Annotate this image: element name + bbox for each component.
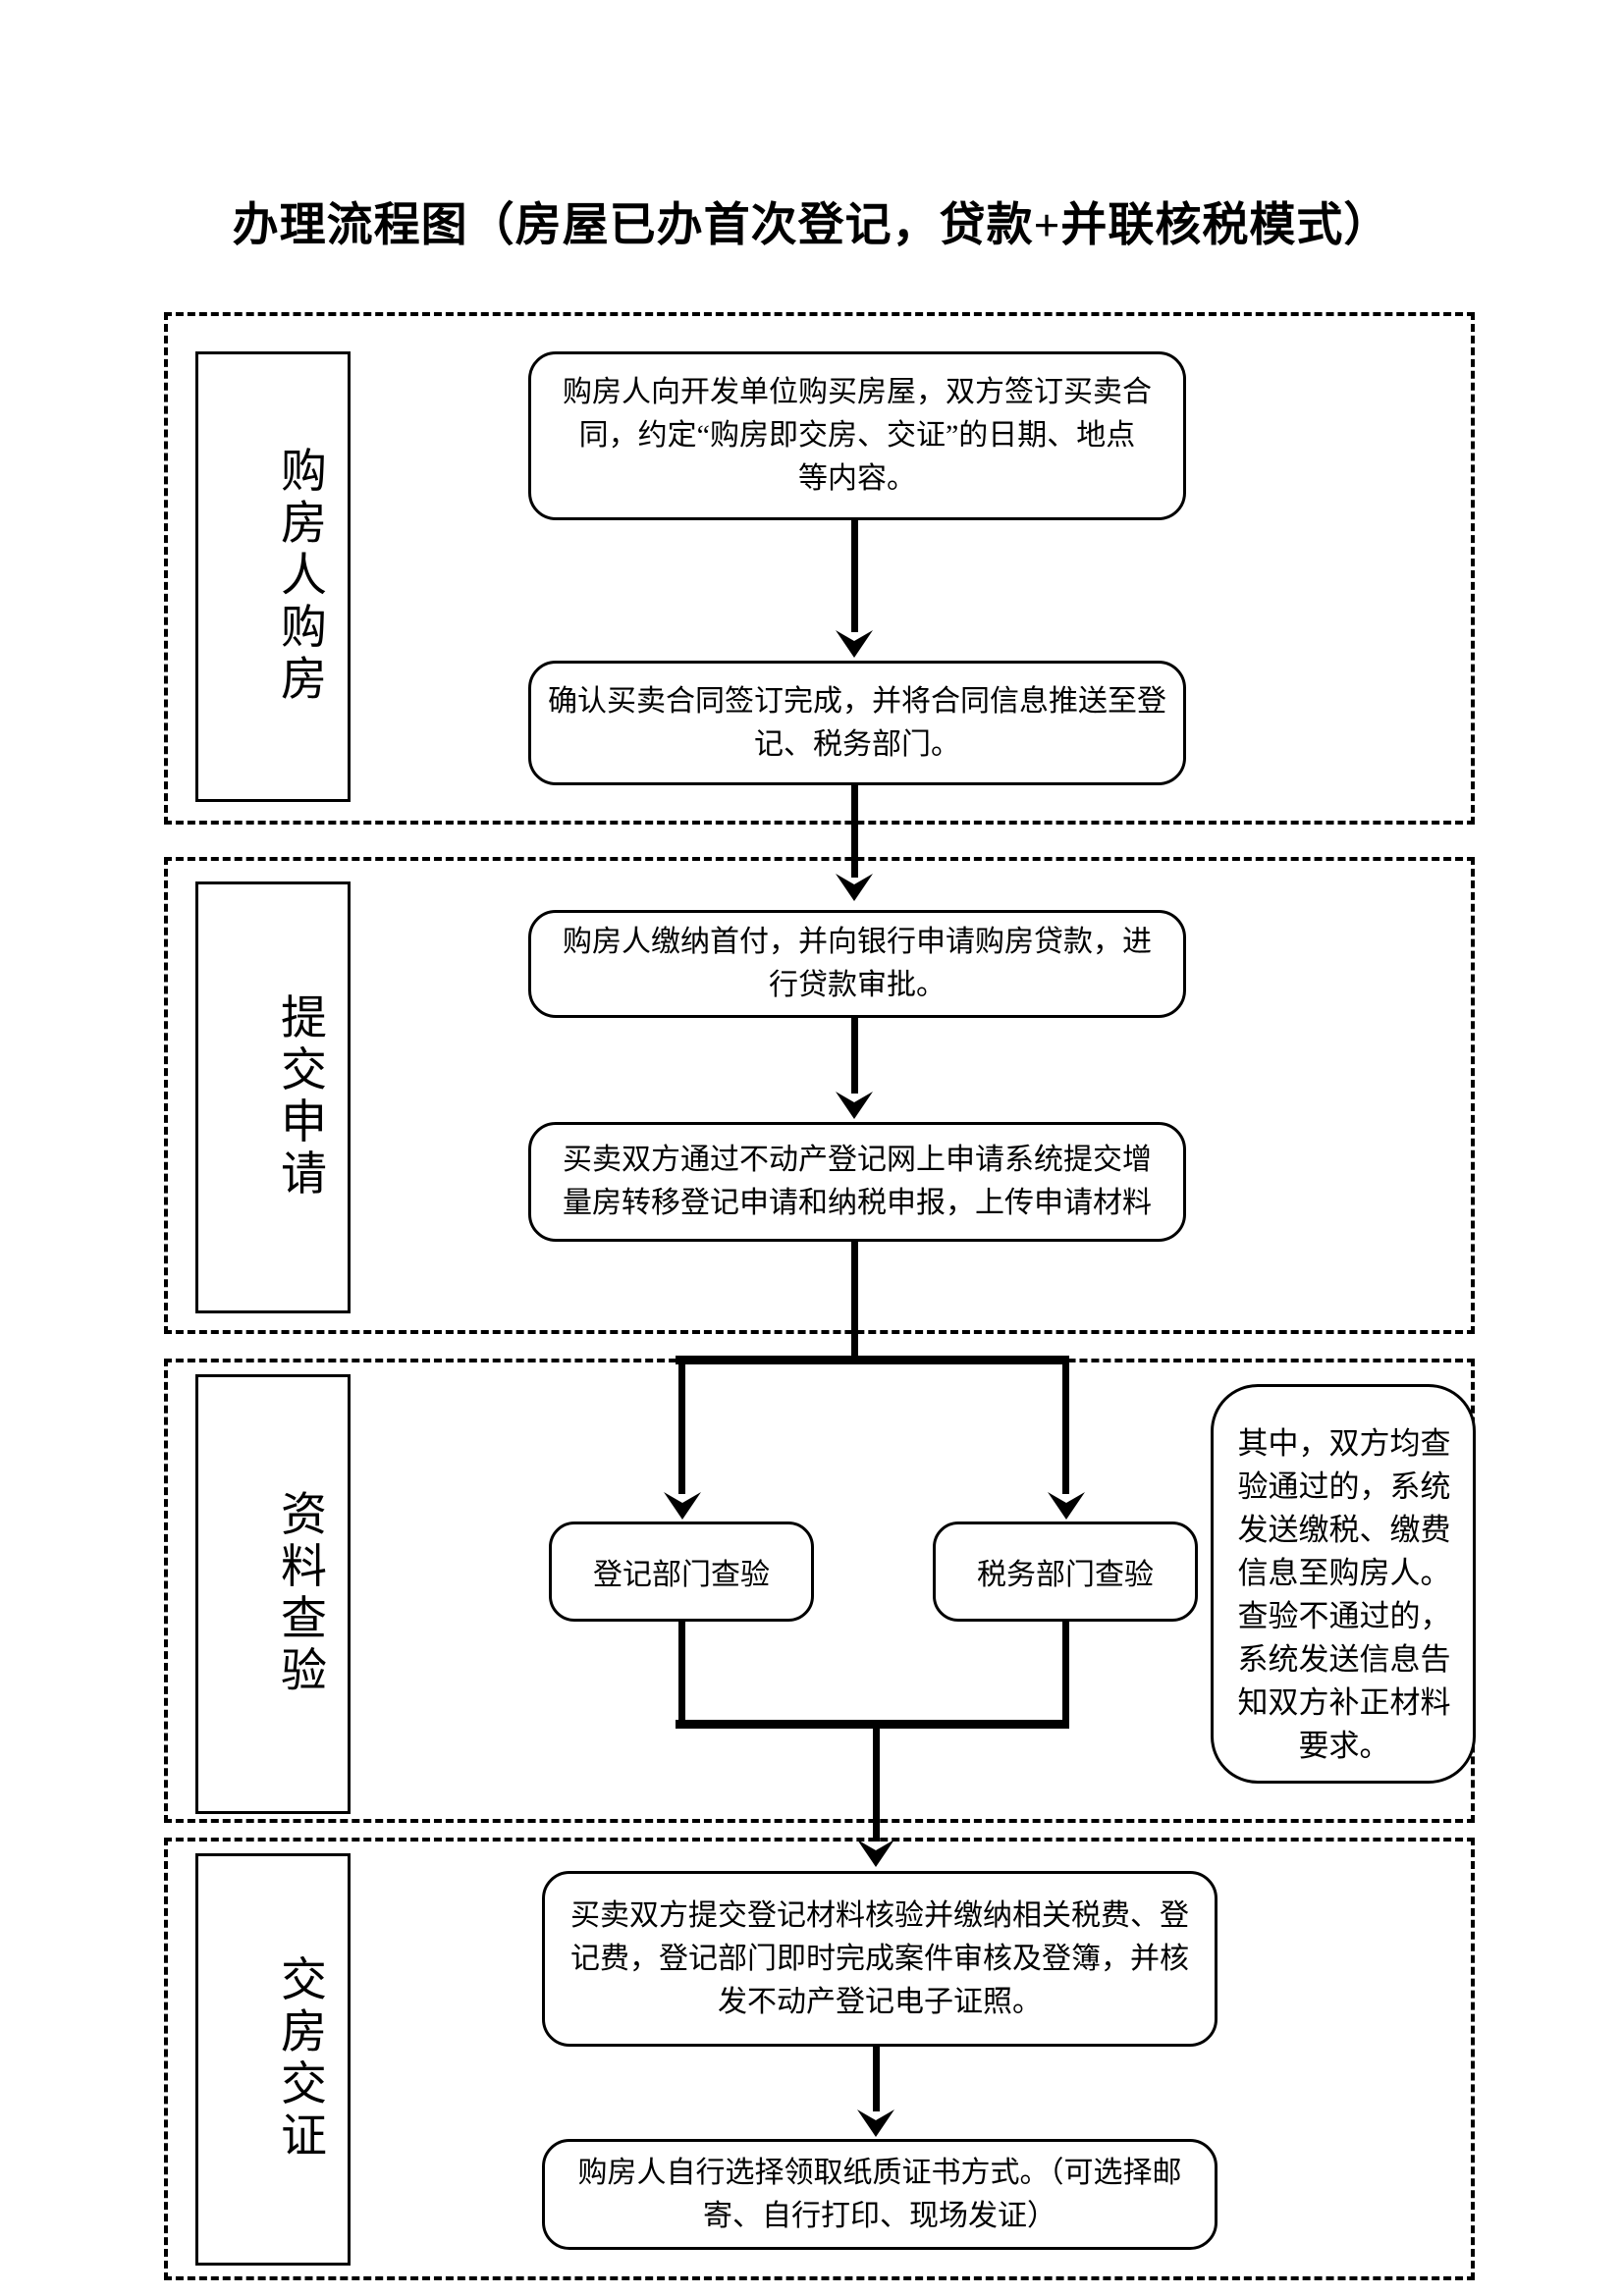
- note-text-line: 信息至购房人。: [1237, 1556, 1451, 1590]
- arrow-down-icon: [836, 874, 873, 901]
- note-text-line: 发送缴税、缴费: [1237, 1513, 1451, 1547]
- lane-label-text: 资料查验: [281, 1490, 327, 1697]
- note-text-line: 系统发送信息告: [1237, 1642, 1451, 1677]
- lane-label-text: 提交申请: [281, 993, 327, 1201]
- note-box-check-result: 其中，双方均查 验通过的，系统 发送缴税、缴费 信息至购房人。 查验不通过的， …: [1211, 1384, 1476, 1784]
- process-box-pay-fees-register: 买卖双方提交登记材料核验并缴纳相关税费、登 记费，登记部门即时完成案件审核及登簿…: [542, 1871, 1217, 2047]
- lane-label-deliver-certificate: 交房交证: [195, 1853, 351, 2266]
- process-text-line: 记、税务部门。: [754, 727, 960, 761]
- process-text-line: 等内容。: [798, 462, 916, 495]
- connector-box4-split: [851, 1242, 858, 1362]
- process-box-loan-application: 购房人缴纳首付，并向银行申请购房贷款，进 行贷款审批。: [528, 910, 1186, 1018]
- lane-label-material-check: 资料查验: [195, 1374, 351, 1814]
- connector-merge-box5: [873, 1729, 880, 1842]
- arrow-down-icon: [836, 1092, 873, 1119]
- branch-box-registration-check: 登记部门查验: [549, 1522, 814, 1622]
- process-box-sign-contract: 购房人向开发单位购买房屋，双方签订买卖合 同，约定“购房即交房、交证”的日期、地…: [528, 351, 1186, 520]
- connector-box3-box4: [851, 1018, 858, 1094]
- arrow-down-icon: [857, 2109, 894, 2137]
- process-text-line: 购房人向开发单位购买房屋，双方签订买卖合: [563, 376, 1152, 408]
- lane-label-text: 交房交证: [281, 1955, 327, 2163]
- process-box-confirm-contract: 确认买卖合同签订完成，并将合同信息推送至登 记、税务部门。: [528, 661, 1186, 785]
- merge-left-line: [678, 1622, 685, 1725]
- process-text-line: 买卖双方提交登记材料核验并缴纳相关税费、登: [570, 1898, 1189, 1932]
- note-text-line: 知双方补正材料: [1237, 1685, 1451, 1720]
- section-buyer-purchase: [164, 312, 1475, 825]
- arrow-down-icon: [664, 1492, 701, 1520]
- process-text-line: 购房人缴纳首付，并向银行申请购房贷款，进: [563, 926, 1152, 958]
- process-box-online-application: 买卖双方通过不动产登记网上申请系统提交增 量房转移登记申请和纳税申报，上传申请材…: [528, 1122, 1186, 1242]
- note-text-line: 查验不通过的，: [1237, 1599, 1451, 1633]
- process-text-line: 同，约定“购房即交房、交证”的日期、地点: [578, 419, 1136, 452]
- page-title: 办理流程图（房屋已办首次登记，贷款+并联核税模式）: [232, 200, 1391, 251]
- note-text-line: 其中，双方均查: [1237, 1426, 1451, 1461]
- connector-box5-box6: [873, 2047, 880, 2111]
- lane-label-buyer-purchase: 购房人购房: [195, 351, 351, 802]
- split-bar: [676, 1356, 1069, 1364]
- note-text-line: 验通过的，系统: [1237, 1469, 1451, 1504]
- process-text-line: 确认买卖合同签订完成，并将合同信息推送至登: [548, 684, 1166, 718]
- branch-box-text: 税务部门查验: [977, 1559, 1154, 1591]
- branch-right-line: [1062, 1362, 1069, 1494]
- merge-right-line: [1062, 1622, 1069, 1725]
- merge-bar: [676, 1720, 1069, 1729]
- process-text-line: 记费，登记部门即时完成案件审核及登簿，并核: [570, 1942, 1189, 1975]
- arrow-down-icon: [1048, 1492, 1085, 1520]
- process-text-line: 量房转移登记申请和纳税申报，上传申请材料: [563, 1187, 1152, 1219]
- arrow-down-icon: [836, 630, 873, 658]
- arrow-down-icon: [857, 1840, 894, 1867]
- lane-label-text: 购房人购房: [281, 447, 327, 706]
- process-text-line: 行贷款审批。: [769, 969, 946, 1001]
- process-text-line: 买卖双方通过不动产登记网上申请系统提交增: [563, 1144, 1152, 1176]
- branch-box-text: 登记部门查验: [593, 1559, 770, 1591]
- branch-left-line: [678, 1362, 685, 1494]
- process-box-choose-certificate-delivery: 购房人自行选择领取纸质证书方式。（可选择邮 寄、自行打印、现场发证）: [542, 2139, 1217, 2250]
- section-deliver-certificate: [164, 1838, 1475, 2280]
- section-submit-application: [164, 857, 1475, 1334]
- lane-label-submit-application: 提交申请: [195, 881, 351, 1313]
- process-text-line: 寄、自行打印、现场发证）: [703, 2199, 1056, 2232]
- connector-box2-box3: [851, 785, 858, 878]
- connector-box1-box2: [851, 520, 858, 632]
- process-text-line: 发不动产登记电子证照。: [718, 1985, 1042, 2018]
- process-text-line: 购房人自行选择领取纸质证书方式。（可选择邮: [577, 2156, 1182, 2189]
- note-text-line: 要求。: [1298, 1729, 1390, 1763]
- branch-box-tax-check: 税务部门查验: [933, 1522, 1198, 1622]
